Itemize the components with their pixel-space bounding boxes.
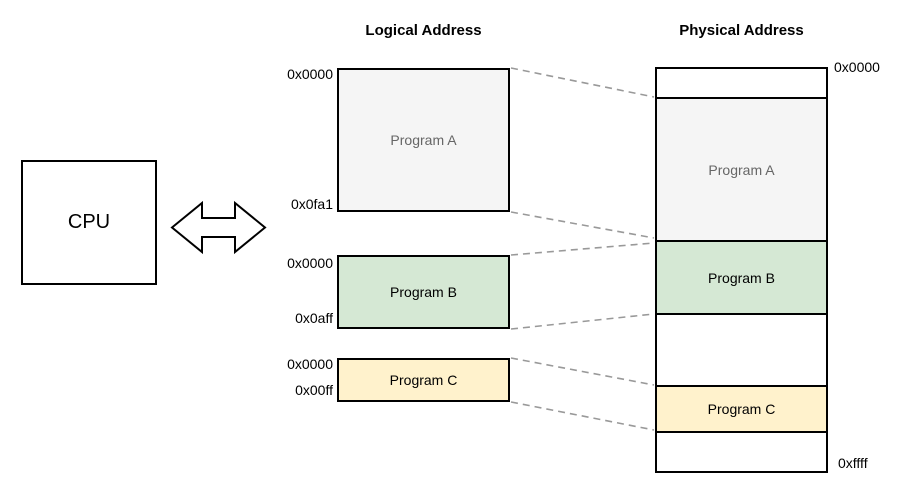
mapping-line-c-bottom	[510, 401, 655, 431]
logical-block-program-a: Program A	[337, 68, 510, 212]
mapping-line-a-top	[510, 67, 655, 98]
physical-segment-program-a: Program A	[657, 99, 826, 242]
physical-segment-free	[657, 69, 826, 99]
logical-c-end-address: 0x00ff	[295, 382, 333, 398]
mapping-line-b-top	[510, 242, 655, 256]
physical-address-title: Physical Address	[679, 22, 804, 39]
logical-block-label: Program A	[390, 132, 457, 148]
segment-label: Program A	[708, 161, 775, 178]
cpu-memory-link	[170, 200, 267, 255]
physical-end-address: 0xffff	[838, 455, 868, 471]
bidirectional-arrow-icon	[170, 200, 267, 255]
mapping-line-c-top	[510, 357, 655, 386]
physical-start-address: 0x0000	[834, 59, 880, 75]
segment-label: Program B	[708, 269, 775, 286]
physical-segment-program-c: Program C	[657, 387, 826, 433]
logical-b-start-address: 0x0000	[287, 255, 333, 271]
logical-address-title: Logical Address	[365, 22, 482, 39]
physical-memory-column: Program A Program B Program C	[655, 67, 828, 473]
logical-b-end-address: 0x0aff	[295, 310, 333, 326]
logical-block-program-b: Program B	[337, 255, 510, 329]
logical-block-label: Program B	[390, 284, 457, 300]
logical-c-start-address: 0x0000	[287, 356, 333, 372]
mapping-line-b-bottom	[510, 313, 655, 330]
logical-a-end-address: 0x0fa1	[290, 196, 333, 212]
physical-segment-free	[657, 315, 826, 387]
cpu-label: CPU	[67, 211, 111, 233]
physical-segment-program-b: Program B	[657, 242, 826, 315]
segment-label: Program C	[707, 401, 776, 417]
cpu-box: CPU	[21, 160, 157, 285]
logical-block-label: Program C	[389, 372, 458, 388]
logical-block-program-c: Program C	[337, 358, 510, 402]
physical-segment-free	[657, 433, 826, 471]
logical-a-start-address: 0x0000	[287, 66, 333, 82]
mapping-line-a-bottom	[510, 211, 655, 239]
